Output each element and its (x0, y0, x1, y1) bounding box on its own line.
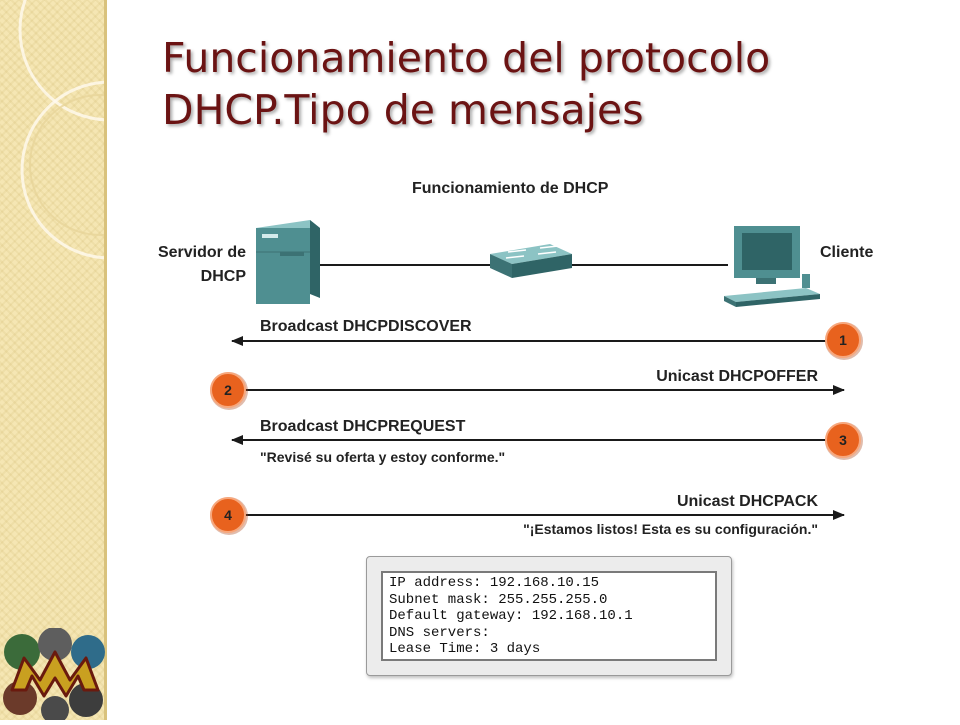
server-icon (256, 220, 320, 304)
step-badge-3-label: 3 (839, 432, 847, 448)
decorative-sidebar (0, 0, 106, 720)
step-badge-4-label: 4 (224, 507, 232, 523)
step-badge-4: 4 (210, 497, 248, 535)
slide-title-line-1: Funcionamiento del protocolo (162, 34, 771, 82)
message-4-label: Unicast DHCPACK (676, 493, 818, 510)
step-badge-1-label: 1 (839, 332, 847, 348)
server-label-line-2: DHCP (200, 268, 246, 285)
server-label-line-1: Servidor de (157, 244, 246, 261)
ip-configuration-panel: IP address: 192.168.10.15 Subnet mask: 2… (366, 556, 732, 676)
dhcp-diagram-graphics: 1 2 3 4 (210, 220, 863, 535)
switch-icon (490, 244, 572, 278)
client-label: Cliente (820, 244, 874, 261)
config-dns-servers: DNS servers: (389, 624, 490, 641)
diagram-heading: Funcionamiento de DHCP (412, 180, 609, 197)
message-4-quote: "¡Estamos listos! Esta es su configuraci… (523, 521, 818, 537)
message-2-label: Unicast DHCPOFFER (656, 368, 818, 385)
step-badge-1: 1 (825, 322, 863, 360)
sidebar-edge (104, 0, 107, 720)
message-1-label: Broadcast DHCPDISCOVER (260, 318, 472, 335)
message-3-quote: "Revisé su oferta y estoy conforme." (260, 449, 506, 465)
config-subnet-mask: Subnet mask: 255.255.255.0 (389, 591, 608, 608)
config-default-gateway: Default gateway: 192.168.10.1 (389, 608, 633, 624)
dhcp-diagram: 1 2 3 4 Funcionamiento de DHCP Servidor … (130, 170, 930, 720)
message-3-label: Broadcast DHCPREQUEST (260, 418, 466, 435)
config-ip-address: IP address: 192.168.10.15 (389, 575, 600, 591)
step-badge-3: 3 (825, 422, 863, 460)
client-computer-icon (724, 226, 820, 307)
config-lease-time: Lease Time: 3 days (389, 641, 541, 657)
step-badge-2-label: 2 (224, 382, 232, 398)
slide-title-line-2: DHCP.Tipo de mensajes (162, 86, 644, 134)
logo-emblem-icon (0, 627, 112, 724)
slide-title: Funcionamiento del protocolo DHCP.Tipo d… (162, 32, 922, 136)
ip-configuration-text: IP address: 192.168.10.15 Subnet mask: 2… (381, 571, 717, 661)
step-badge-2: 2 (210, 372, 248, 410)
